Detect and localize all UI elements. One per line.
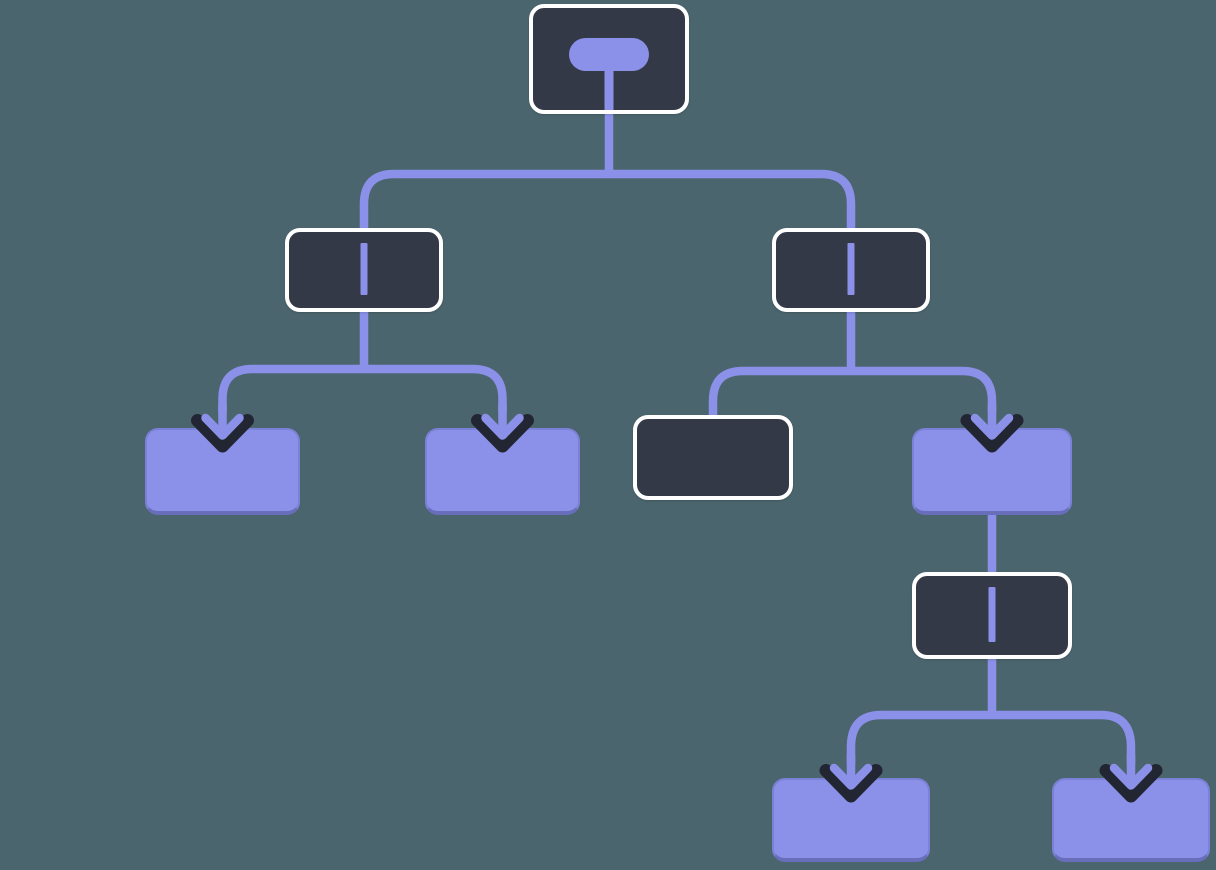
- node-leaf-2[interactable]: [425, 428, 580, 515]
- root-stem-glyph: [604, 64, 614, 110]
- node-leaf-3[interactable]: [912, 428, 1072, 515]
- node-root[interactable]: [529, 4, 689, 114]
- node-branch-left[interactable]: [285, 228, 443, 312]
- node-child-dark[interactable]: [633, 415, 793, 500]
- node-leaf-1[interactable]: [145, 428, 300, 515]
- root-pill-glyph: [569, 38, 649, 71]
- node-leaf-5[interactable]: [1052, 778, 1210, 862]
- pass-through-line-glyph: [360, 243, 368, 295]
- pass-through-line-glyph: [847, 243, 855, 295]
- pass-through-line-glyph: [988, 587, 996, 642]
- node-pass-through[interactable]: [912, 572, 1072, 659]
- node-leaf-4[interactable]: [772, 778, 930, 862]
- node-branch-right[interactable]: [772, 228, 930, 312]
